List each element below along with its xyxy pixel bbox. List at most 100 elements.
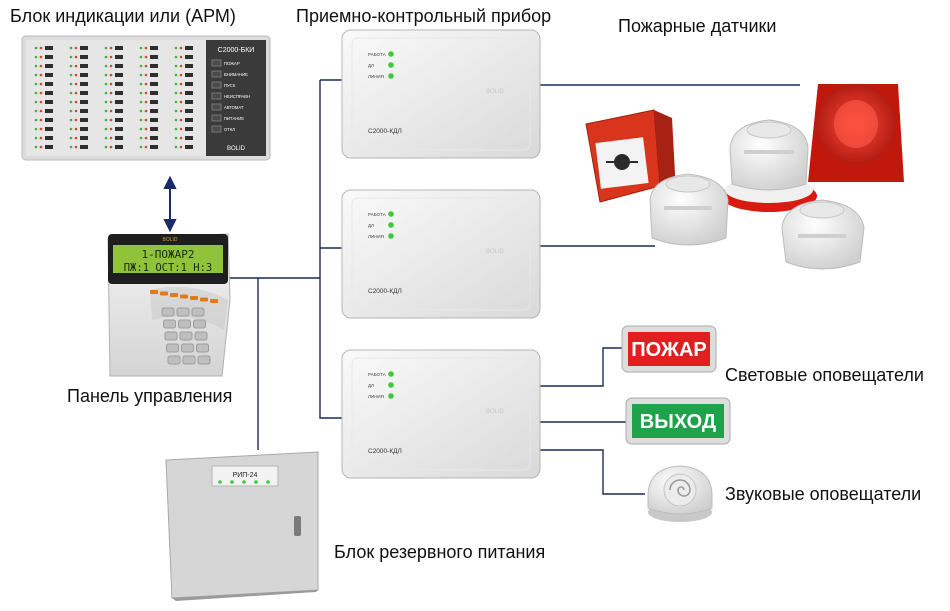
kdl-model: С2000-КДЛ — [368, 448, 402, 455]
kdl-led-label: ДЛ — [368, 383, 374, 388]
zone-button — [45, 64, 53, 68]
zone-button — [185, 145, 193, 149]
manual-call-point-icon — [585, 109, 676, 203]
zone-led-icon — [139, 118, 143, 122]
zone-led-icon — [74, 46, 78, 50]
zone-led-icon — [34, 64, 38, 68]
wire-fire-sign — [540, 347, 622, 387]
zone-led-icon — [179, 109, 183, 113]
zone-button — [150, 55, 158, 59]
kdl-led-label: ЛИНИЯ — [368, 74, 384, 79]
zone-button — [150, 46, 158, 50]
zone-led-icon — [109, 136, 113, 140]
zone-led-icon — [69, 55, 73, 59]
zone-led-icon — [39, 73, 43, 77]
zone-button — [115, 109, 123, 113]
zone-led-icon — [69, 73, 73, 77]
zone-led-icon — [34, 55, 38, 59]
control-panel-label: Панель управления — [67, 386, 233, 406]
zone-led-icon — [69, 91, 73, 95]
display-unit-device: С2000-БКИ ПОЖАРВНИМАНИЕПУСКНЕИСПРАВНАВТО… — [21, 35, 271, 161]
zone-led-icon — [179, 136, 183, 140]
power-led-icon — [266, 480, 270, 484]
backup-power-label: Блок резервного питания — [334, 542, 546, 562]
power-led-icon — [218, 480, 222, 484]
zone-led-icon — [109, 100, 113, 104]
zone-led-icon — [174, 118, 178, 122]
double-arrow — [163, 175, 177, 233]
zone-button — [150, 127, 158, 131]
zone-button — [80, 145, 88, 149]
zone-led-icon — [144, 64, 148, 68]
zone-led-icon — [179, 145, 183, 149]
keypad-lcd-line1: 1-ПОЖАР2 — [142, 248, 195, 261]
zone-button — [45, 55, 53, 59]
keypad-key — [197, 355, 211, 365]
bki-brand: BOLID — [227, 146, 246, 152]
zone-led-icon — [174, 46, 178, 50]
zone-led-icon — [104, 145, 108, 149]
zone-led-icon — [174, 100, 178, 104]
zone-button — [185, 127, 193, 131]
zone-button — [185, 64, 193, 68]
zone-button — [185, 100, 193, 104]
display-unit-label: Блок индикации или (АРМ) — [10, 6, 236, 26]
zone-button — [150, 136, 158, 140]
zone-led-icon — [104, 127, 108, 131]
zone-button — [185, 118, 193, 122]
keypad-function-key — [180, 294, 188, 299]
zone-button — [80, 64, 88, 68]
zone-button — [115, 100, 123, 104]
zone-led-icon — [174, 145, 178, 149]
keypad-key — [191, 307, 205, 317]
keypad-key — [167, 355, 181, 365]
zone-led-icon — [109, 82, 113, 86]
zone-led-icon — [109, 55, 113, 59]
zone-button — [115, 145, 123, 149]
zone-led-icon — [39, 55, 43, 59]
zone-led-icon — [74, 145, 78, 149]
zone-button — [80, 46, 88, 50]
keypad-key — [166, 343, 179, 353]
heat-detector-icon — [649, 173, 729, 246]
bus-wire — [319, 80, 342, 419]
zone-led-icon — [69, 82, 73, 86]
keypad-key — [182, 355, 196, 365]
kdl-led-label: ЛИНИЯ — [368, 394, 384, 399]
zone-led-icon — [34, 82, 38, 86]
zone-led-icon — [179, 73, 183, 77]
zone-led-icon — [144, 73, 148, 77]
zone-button — [185, 73, 193, 77]
zone-led-icon — [39, 145, 43, 149]
keypad-function-key — [150, 290, 158, 294]
zone-led-icon — [144, 82, 148, 86]
zone-button — [45, 136, 53, 140]
zone-button — [45, 127, 53, 131]
zone-button — [185, 109, 193, 113]
zone-led-icon — [174, 136, 178, 140]
zone-button — [45, 82, 53, 86]
zone-led-icon — [109, 118, 113, 122]
zone-led-icon — [174, 109, 178, 113]
zone-led-icon — [69, 100, 73, 104]
zone-led-icon — [104, 100, 108, 104]
zone-led-icon — [104, 109, 108, 113]
zone-button — [80, 91, 88, 95]
kdl-model: С2000-КДЛ — [368, 128, 402, 135]
zone-led-icon — [179, 55, 183, 59]
zone-button — [80, 127, 88, 131]
power-unit-device: РИП-24 — [165, 451, 319, 601]
keypad-key — [178, 319, 191, 329]
zone-button — [185, 55, 193, 59]
zone-led-icon — [174, 55, 178, 59]
zone-led-icon — [144, 127, 148, 131]
bki-button-label: ПОЖАР — [224, 61, 240, 66]
zone-button — [150, 91, 158, 95]
zone-button — [115, 91, 123, 95]
zone-button — [80, 109, 88, 113]
zone-button — [80, 55, 88, 59]
keypad-function-key — [210, 299, 218, 303]
zone-led-icon — [104, 118, 108, 122]
bki-button-label: НЕИСПРАВН — [224, 94, 250, 99]
zone-led-icon — [139, 46, 143, 50]
